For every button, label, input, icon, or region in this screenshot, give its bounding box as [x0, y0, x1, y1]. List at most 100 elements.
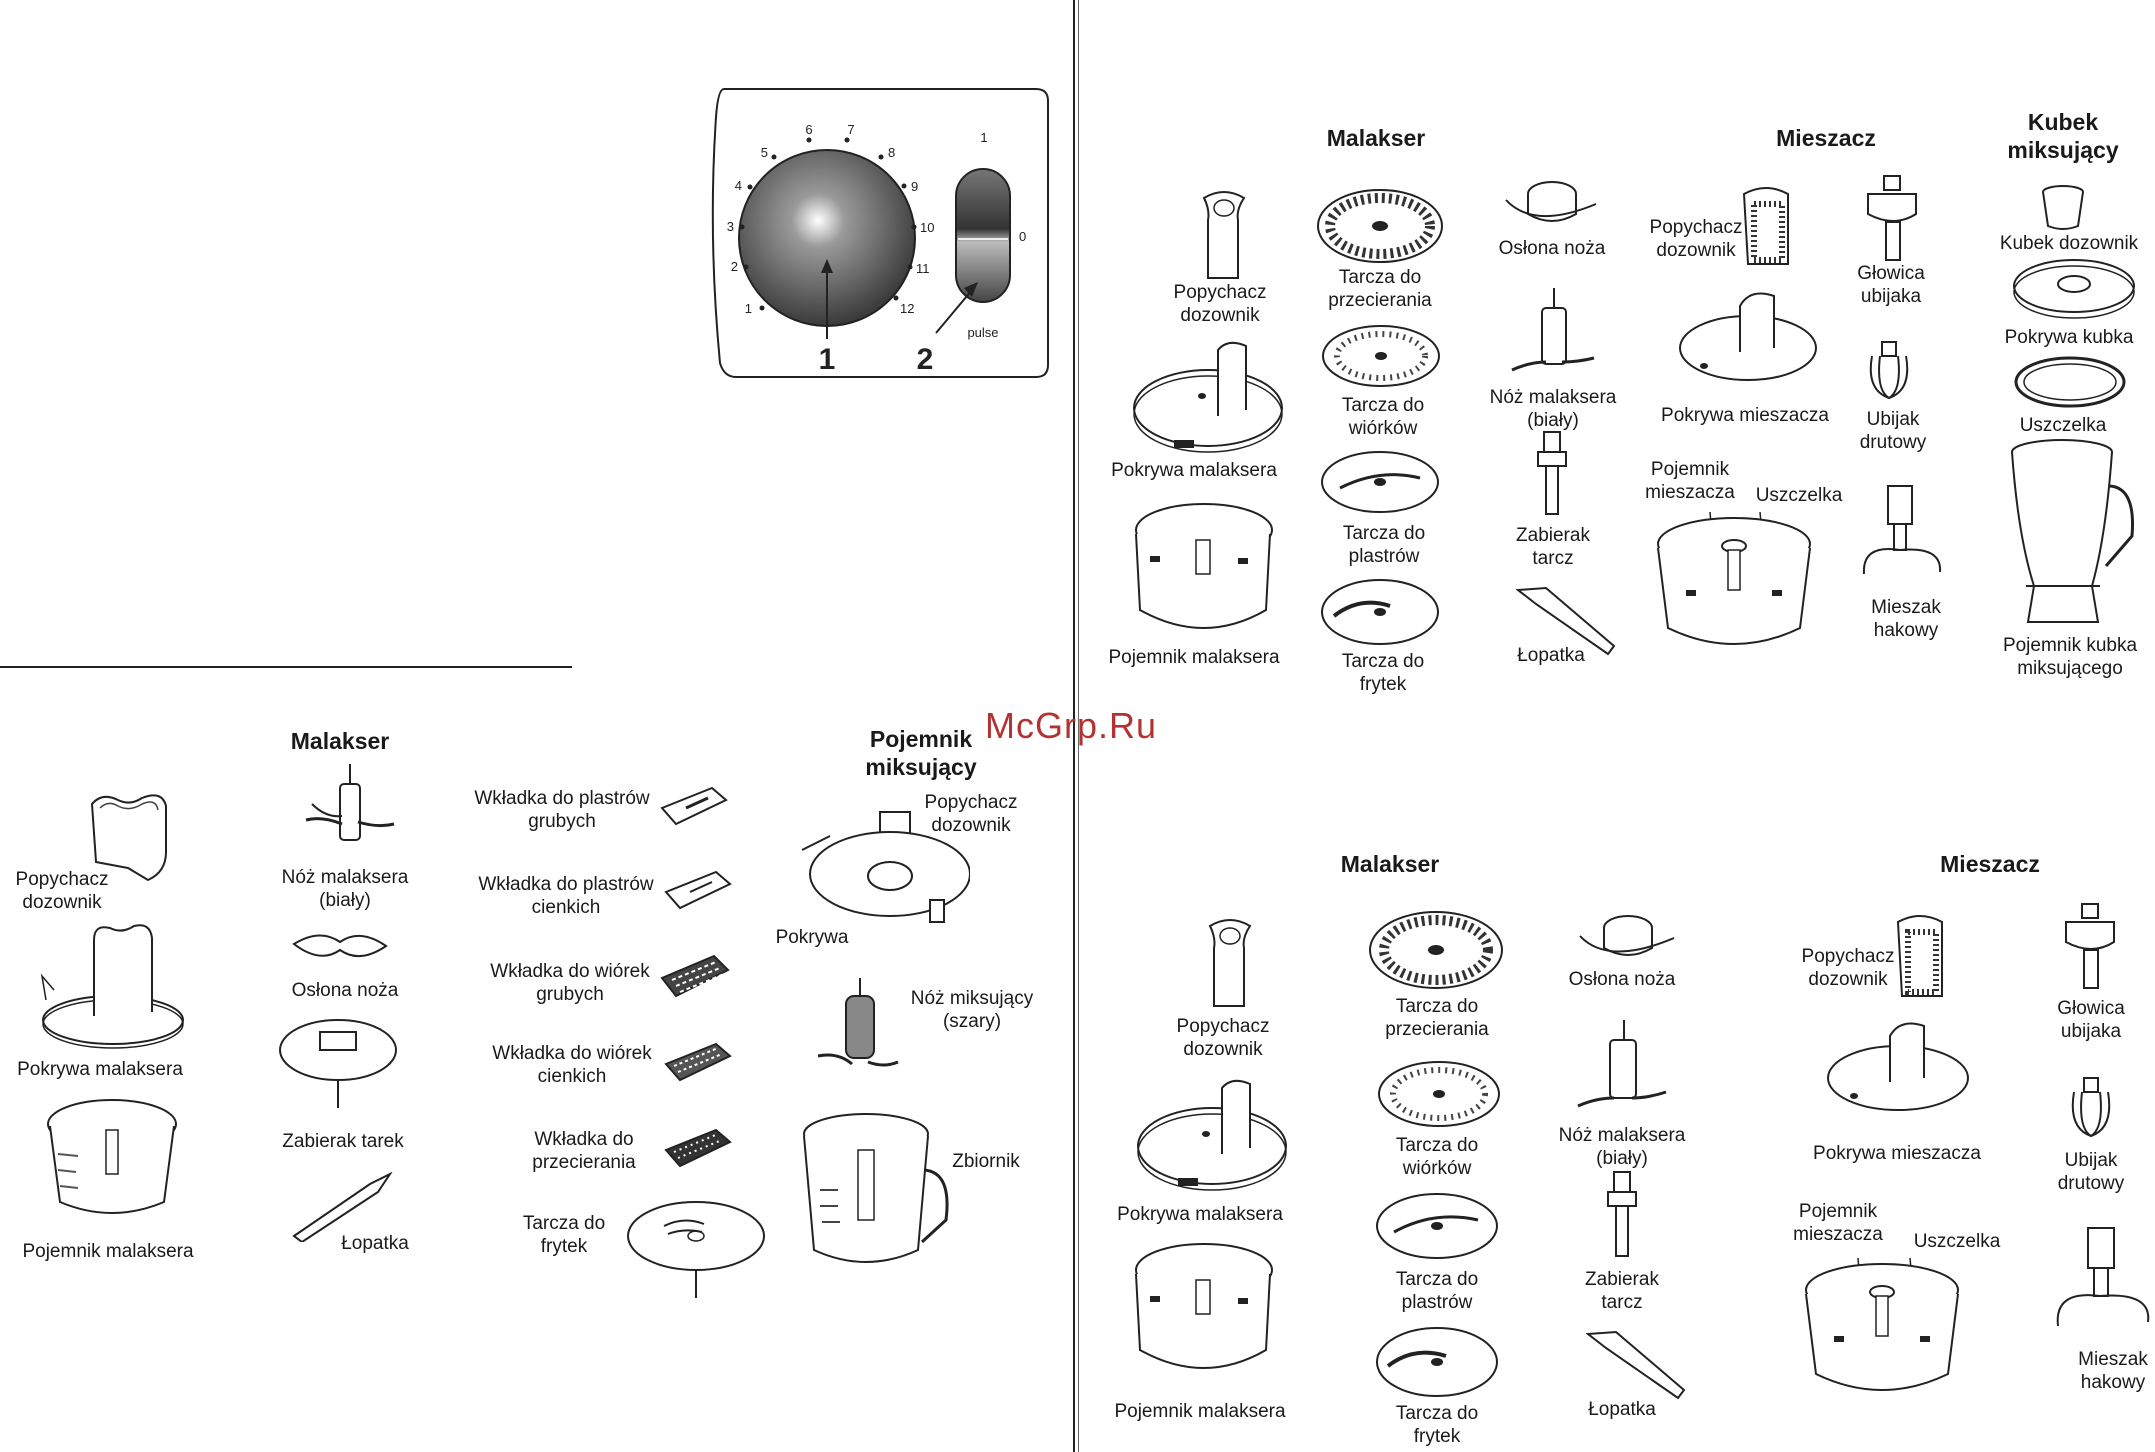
- set-a-disc-holder-image: [279, 1019, 397, 1108]
- set-a-pusher-right-label: Popychacz dozownik: [924, 792, 1018, 836]
- set-c-mixer-pusher-label: Popychacz dozownik: [1801, 946, 1895, 990]
- set-b-disc-grating-image: [1317, 189, 1443, 263]
- set-c-disc-fry-image: [1376, 1327, 1498, 1397]
- dial-number-1: 1: [745, 301, 752, 316]
- set-c-beater-head-label: Głowica ubijaka: [2057, 998, 2125, 1042]
- set-c-blade-guard-image: [1579, 915, 1675, 956]
- set-b-disc-grating-label: Tarcza do przecierania: [1328, 267, 1432, 311]
- set-a-blender-knife-label: Nóż miksujący (szary): [910, 988, 1034, 1032]
- control-panel: 1 2 3 4 5 6 7 8 9 10 11 12 1 1 0 pulse 2: [706, 87, 1050, 379]
- set-a-insert-3-image: [660, 954, 730, 998]
- dial-number-2: 2: [731, 259, 738, 274]
- switch-label-on: 1: [980, 130, 987, 145]
- set-b-whisk-label: Ubijak drutowy: [1859, 409, 1927, 453]
- set-b-pusher-image: [1202, 191, 1246, 279]
- set-c-disc-holder-image: [1607, 1171, 1637, 1257]
- set-b-blade-guard-label: Osłona noża: [1498, 238, 1606, 259]
- set-c-bowl-label: Pojemnik malaksera: [1114, 1401, 1286, 1422]
- set-b-lid-image: [1133, 341, 1283, 453]
- set-c-spatula-image: [1586, 1330, 1686, 1400]
- set-a-malakser-header: Malakser: [290, 728, 390, 754]
- set-b-cup-lid-image: [2013, 259, 2135, 319]
- set-b-beater-head-label: Głowica ubijaka: [1857, 263, 1925, 307]
- set-b-blender-jug-image: [2011, 439, 2135, 623]
- set-b-malakser-header: Malakser: [1326, 125, 1426, 151]
- dial-number-10: 10: [920, 220, 934, 235]
- page-divider-right: [1078, 0, 1079, 1452]
- set-b-spatula-label: Łopatka: [1517, 645, 1585, 666]
- set-b-knife-label: Nóż malaksera (biały): [1489, 387, 1617, 431]
- set-c-seal-label: Uszczelka: [1913, 1231, 2001, 1252]
- set-a-insert-5-label: Wkładka do przecierania: [532, 1129, 636, 1173]
- set-b-cup-seal-label: Uszczelka: [2019, 415, 2107, 436]
- set-c-whisk-image: [2071, 1077, 2111, 1138]
- set-a-knife-image: [305, 764, 395, 841]
- set-a-knife-label: Nóż malaksera (biały): [281, 867, 409, 911]
- set-b-pusher-label: Popychacz dozownik: [1173, 282, 1267, 326]
- set-b-hook-image: [1862, 485, 1942, 575]
- dial-number-11: 11: [916, 261, 930, 276]
- callout-2: 2: [917, 343, 934, 376]
- set-a-blade-guard-image: [292, 934, 388, 957]
- set-a-insert-4-image: [664, 1042, 732, 1082]
- set-a-fry-disc-image: [627, 1201, 765, 1298]
- set-a-jug-lid-label: Pokrywa: [775, 927, 849, 948]
- set-c-disc-grating-label: Tarcza do przecierania: [1385, 996, 1489, 1040]
- set-a-jug-label: Zbiornik: [952, 1151, 1020, 1172]
- set-b-disc-fry-label: Tarcza do frytek: [1341, 651, 1425, 695]
- set-c-hook-label: Mieszak hakowy: [2078, 1349, 2148, 1393]
- set-a-bowl-image: [47, 1099, 177, 1214]
- set-b-knife-image: [1511, 288, 1595, 372]
- section-divider: [0, 666, 572, 668]
- set-c-pusher-image: [1208, 919, 1252, 1007]
- set-b-bowl-label: Pojemnik malaksera: [1108, 647, 1280, 668]
- set-c-knife-label: Nóż malaksera (biały): [1558, 1125, 1686, 1169]
- set-c-mixer-lid-label: Pokrywa mieszacza: [1813, 1143, 1981, 1164]
- set-b-cup-measure-image: [2042, 185, 2084, 230]
- set-a-spatula-label: Łopatka: [341, 1233, 409, 1254]
- set-c-blade-guard-label: Osłona noża: [1568, 969, 1676, 990]
- set-c-disc-holder-label: Zabierak tarcz: [1585, 1269, 1659, 1313]
- dial-number-7: 7: [847, 122, 854, 137]
- set-b-cup-seal-image: [2014, 356, 2126, 408]
- set-a-lid-label: Pokrywa malaksera: [17, 1059, 183, 1080]
- set-b-cup-lid-label: Pokrywa kubka: [2004, 327, 2134, 348]
- set-a-jug-lid-image: [801, 811, 970, 923]
- set-b-whisk-image: [1869, 341, 1909, 400]
- set-c-mixer-pusher-image: [1896, 915, 1943, 997]
- set-b-hook-label: Mieszak hakowy: [1871, 597, 1941, 641]
- set-a-fry-disc-label: Tarcza do frytek: [522, 1213, 606, 1257]
- set-c-pusher-label: Popychacz dozownik: [1176, 1016, 1270, 1060]
- set-a-disc-holder-label: Zabierak tarek: [282, 1131, 404, 1152]
- set-b-lid-label: Pokrywa malaksera: [1111, 460, 1277, 481]
- dial-number-6: 6: [805, 122, 812, 137]
- set-c-lid-image: [1137, 1079, 1287, 1191]
- set-b-blade-guard-image: [1505, 181, 1597, 222]
- set-b-disc-slice-label: Tarcza do plastrów: [1342, 523, 1426, 567]
- set-c-disc-slice-label: Tarcza do plastrów: [1395, 1269, 1479, 1313]
- set-a-insert-3-label: Wkładka do wiórek grubych: [490, 961, 650, 1005]
- set-c-spatula-label: Łopatka: [1588, 1399, 1656, 1420]
- set-b-mixer-bowl-image: [1657, 511, 1811, 645]
- callout-1: 1: [819, 343, 836, 376]
- set-a-insert-2-image: [664, 870, 732, 910]
- set-c-disc-grating-image: [1369, 911, 1503, 989]
- set-a-insert-1-image: [660, 786, 728, 826]
- set-b-blender-jug-label: Pojemnik kubka miksującego: [2002, 635, 2138, 679]
- set-a-pojemnik-header: Pojemnik miksujący: [865, 726, 977, 780]
- set-b-bowl-image: [1135, 503, 1273, 629]
- set-b-disc-shred-image: [1322, 325, 1440, 387]
- set-b-mixer-pusher-image: [1742, 187, 1789, 265]
- set-a-insert-1-label: Wkładka do plastrów grubych: [474, 788, 650, 832]
- dial-number-4: 4: [735, 178, 742, 193]
- set-b-seal-label: Uszczelka: [1755, 485, 1843, 506]
- set-b-mixer-lid-label: Pokrywa mieszacza: [1661, 405, 1829, 426]
- dial-number-3: 3: [727, 219, 734, 234]
- set-a-insert-5-image: [664, 1128, 732, 1168]
- set-a-pusher-label: Popychacz dozownik: [15, 869, 109, 913]
- set-b-mixer-pusher-label: Popychacz dozownik: [1649, 217, 1743, 261]
- set-a-spatula-image: [292, 1172, 393, 1242]
- set-c-disc-slice-image: [1376, 1193, 1498, 1259]
- set-b-disc-holder-image: [1537, 431, 1567, 515]
- set-a-insert-4-label: Wkładka do wiórek cienkich: [492, 1043, 652, 1087]
